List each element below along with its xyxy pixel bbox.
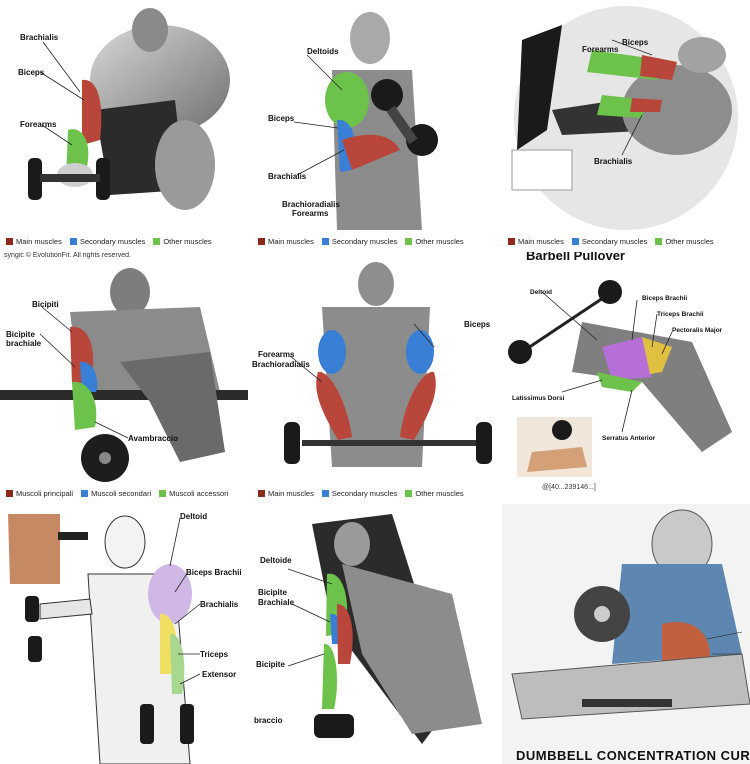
label-brachialis: Brachialis [268,172,307,181]
label-forearms: Forearms [20,120,57,129]
label-brachialis: Brachialis [594,157,633,166]
label-bicipite: Bicipite [258,588,287,597]
label-pectoralis-major: Pectoralis Major [672,327,723,334]
label-deltoide: Deltoide [260,556,292,565]
concentration-curl-illustration [502,504,750,764]
panel-incline-dumbbell-curl: Deltoide Bicipite Brachiale Bicipite bra… [252,504,500,764]
seated-curl-illustration [0,268,248,482]
panel-seated-curl-italian: syngic © EvolutionFit. All rights reserv… [0,252,248,502]
label-avambraccio: Avambraccio [128,434,178,443]
label-forearms: Forearms [292,209,329,218]
swatch-main [508,237,515,245]
legend: Muscoli principali Muscoli secondari Mus… [0,484,248,502]
label-biceps-brachii: Biceps Brachii [186,568,242,577]
standing-curl-illustration [293,12,438,230]
swatch-secondary [69,237,77,245]
swatch-other [153,237,161,245]
swatch-secondary [571,237,579,245]
panel-reverse-curl-machine: Biceps Forearms Brachialis Main muscles … [502,0,750,250]
label-biceps-brachii: Biceps Brachii [642,295,688,302]
legend: Main muscles Secondary muscles Other mus… [252,484,500,502]
label-brachialis: Brachialis [200,600,239,609]
label-bicipite-2: Bicipite [256,660,285,669]
label-biceps: Biceps [622,38,649,47]
incline-curl-illustration [287,514,482,744]
legend: Main muscles Secondary muscles Other mus… [502,232,750,250]
label-triceps: Triceps [200,650,229,659]
panel-barbell-pullover: Barbell Pullover Deltoid Biceps Brachii … [502,252,750,502]
swatch-other [405,489,413,497]
label-braccio: braccio [254,716,283,725]
panel-title: DUMBBELL CONCENTRATION CURL [516,748,750,763]
label-brachiale: brachiale [6,339,42,348]
label-forearms: Forearms [258,350,295,359]
label-biceps: Biceps [18,68,45,77]
barbell-curl-illustration [284,262,492,467]
label-deltoid: Deltoid [180,512,208,521]
label-deltoids: Deltoids [307,47,339,56]
label-latissimus-dorsi: Latissimus Dorsi [512,395,565,402]
swatch-secondary [321,489,329,497]
label-brachialis: Brachialis [20,33,59,42]
swatch-secondary [81,489,89,497]
panel-hammer-curl-anatomy: Deltoid Biceps Brachii Brachialis Tricep… [0,504,248,764]
swatch-other [159,489,167,497]
legend: Main muscles Secondary muscles Other mus… [0,232,248,250]
label-bicipite: Bicipite [6,330,35,339]
pullover-illustration [508,280,732,477]
label-forearms: Forearms [582,45,619,54]
panel-title: Barbell Pullover [526,252,625,263]
label-brachiale: Brachiale [258,598,295,607]
swatch-main [6,489,13,497]
panel-barbell-curl: Biceps Forearms Brachioradialis Main mus… [252,252,500,502]
copyright-text: syngic © EvolutionFit. All rights reserv… [4,252,131,259]
watermark-text: @[40...239146...] [542,484,596,491]
label-triceps-brachii: Triceps Brachii [657,311,704,318]
label-brachioradialis: Brachioradialis [252,360,310,369]
label-biceps: Biceps [268,114,295,123]
swatch-secondary [321,237,329,245]
label-biceps: Biceps [464,320,491,329]
curl-machine-illustration [511,6,738,230]
label-brachioradialis: Brachioradialis [282,200,340,209]
preacher-curl-illustration [28,8,230,210]
panel-preacher-dumbbell-curl: Brachialis Biceps Forearms Main muscles … [0,0,248,250]
panel-concentration-curl: DUMBBELL CONCENTRATION CURL [502,504,750,764]
legend: Main muscles Secondary muscles Other mus… [252,232,500,250]
label-serratus-anterior: Serratus Anterior [602,435,656,442]
hammer-curl-illustration [8,514,201,764]
swatch-main [6,237,13,245]
swatch-main [258,237,265,245]
label-bicipiti: Bicipiti [32,300,59,309]
panel-standing-dumbbell-curl: Deltoids Biceps Brachialis Brachioradial… [252,0,500,250]
swatch-other [405,237,413,245]
swatch-other [655,237,663,245]
label-extensor: Extensor [202,670,237,679]
label-deltoid: Deltoid [530,289,553,296]
swatch-main [258,489,265,497]
